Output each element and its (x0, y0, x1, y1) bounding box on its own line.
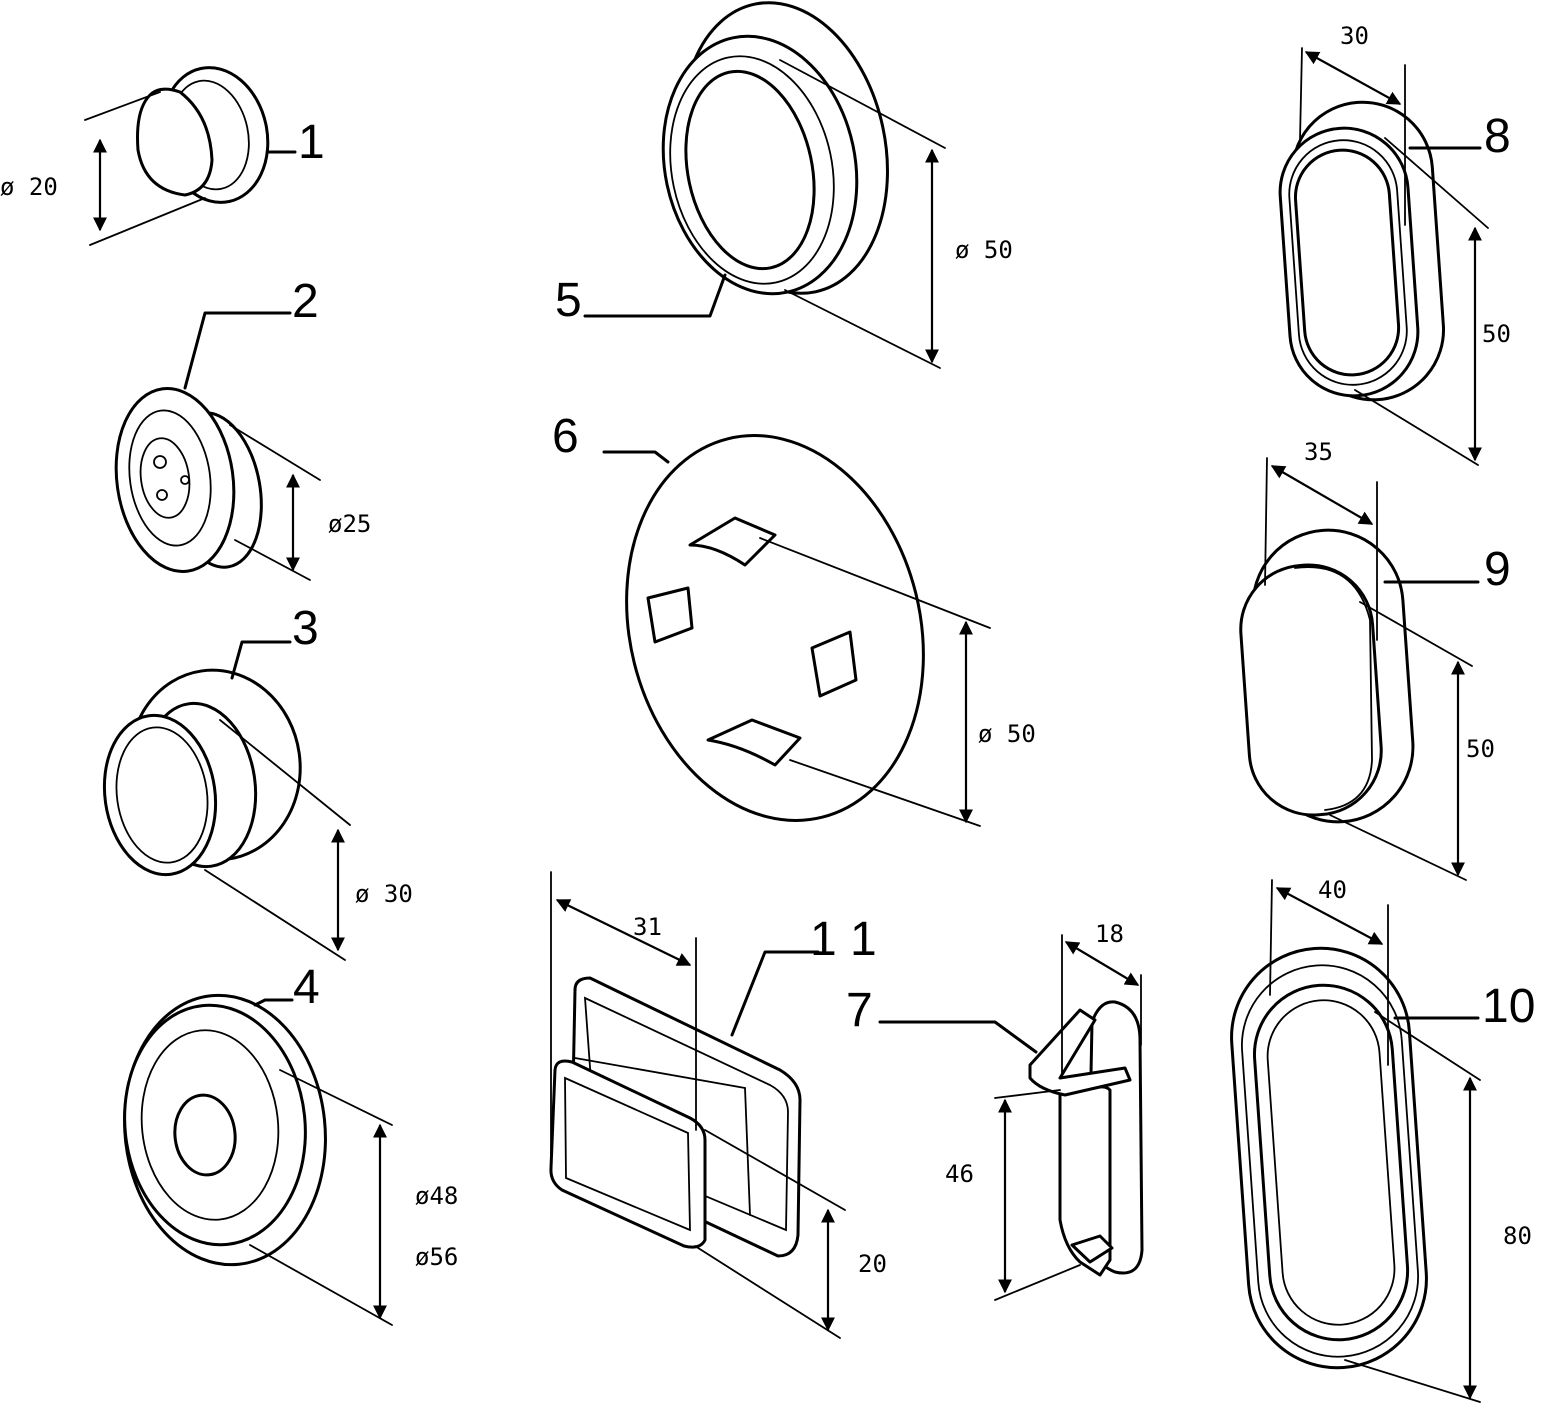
part-7-clip: 7 18 46 (846, 920, 1144, 1301)
part-10-width: 40 (1318, 876, 1347, 904)
part-3-label: 3 (292, 602, 319, 655)
part-8-height: 50 (1482, 320, 1511, 348)
part-1-diameter: ø 20 (0, 173, 58, 201)
part-8-label: 8 (1484, 110, 1511, 163)
part-4-diameter-inner: ø48 (415, 1182, 458, 1210)
part-11-rect-grommet: 1 1 31 20 (549, 871, 887, 1339)
part-1-label: 1 (298, 116, 325, 169)
part-7-height: 46 (945, 1160, 974, 1188)
part-8-width: 30 (1340, 22, 1369, 50)
part-6-diameter: ø 50 (978, 720, 1036, 748)
part-4-label: 4 (293, 961, 320, 1014)
part-5-grommet: 5 ø 50 (555, 1, 1013, 369)
part-3-grommet: 3 ø 30 (102, 602, 413, 961)
part-8-oval-grommet: 8 30 50 (1278, 22, 1511, 466)
part-5-label: 5 (555, 274, 582, 327)
part-7-label: 7 (846, 984, 873, 1037)
part-10-oval-grommet: 10 40 80 (1230, 876, 1535, 1403)
part-7-width: 18 (1095, 920, 1124, 948)
part-11-height: 20 (858, 1250, 887, 1278)
part-10-label: 10 (1482, 980, 1535, 1033)
part-9-width: 35 (1304, 438, 1333, 466)
part-4-diameter-outer: ø56 (415, 1243, 458, 1271)
part-11-width: 31 (633, 913, 662, 941)
part-11-label: 1 1 (810, 913, 877, 966)
part-2-diameter: ø25 (328, 510, 371, 538)
part-2-label: 2 (292, 275, 319, 328)
part-9-label: 9 (1484, 543, 1511, 596)
part-10-height: 80 (1503, 1222, 1532, 1250)
part-6-cap: 6 ø 50 (552, 410, 1036, 827)
part-4-grommet: 4 ø48 ø56 (123, 961, 458, 1326)
part-2-grommet: 2 ø25 (114, 275, 371, 581)
part-6-label: 6 (552, 410, 579, 463)
part-5-diameter: ø 50 (955, 236, 1013, 264)
part-9-height: 50 (1466, 735, 1495, 763)
part-9-oval-cap: 9 35 50 (1239, 438, 1511, 881)
part-1-grommet: 1 ø 20 (0, 66, 325, 246)
part-3-diameter: ø 30 (355, 880, 413, 908)
